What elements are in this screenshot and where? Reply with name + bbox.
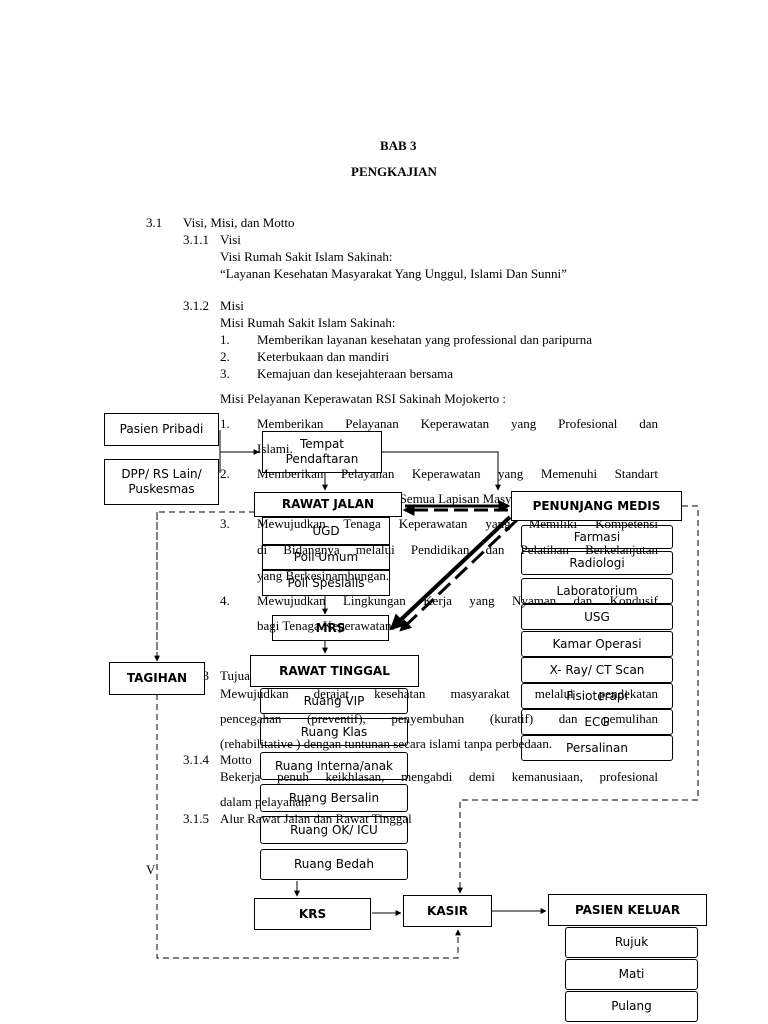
penunjang-item: Kamar Operasi — [521, 631, 673, 657]
rawat-tinggal-header: RAWAT TINGGAL — [250, 655, 419, 687]
subsection-title: Motto — [220, 752, 252, 767]
misi-keperawatan-intro: Misi Pelayanan Keperawatan RSI Sakinah M… — [220, 391, 506, 406]
list-item-line: Islami. — [257, 441, 293, 456]
penunjang-item: X- Ray/ CT Scan — [521, 657, 673, 683]
rawat-jalan-item-poli-umum: Poli Umum — [262, 545, 390, 570]
rawat-jalan-item-poli-spesialis: Poli Spesialis — [262, 570, 390, 596]
keluar-item: Pulang — [565, 991, 698, 1022]
penunjang-item: Persalinan — [521, 735, 673, 761]
rawat-tinggal-item: Ruang Interna/anak — [260, 752, 408, 780]
subsection-number: 3.1.4 — [183, 752, 209, 767]
rawat-tinggal-item: Ruang Bersalin — [260, 784, 408, 812]
dpp-box: DPP/ RS Lain/ Puskesmas — [104, 459, 219, 505]
list-number: 3. — [220, 366, 230, 381]
penunjang-item: Laboratorium — [521, 578, 673, 604]
mrs-box: MRS — [272, 615, 389, 641]
kasir-box: KASIR — [403, 895, 492, 927]
list-item: Memberikan layanan kesehatan yang profes… — [257, 332, 592, 347]
rawat-tinggal-item: Ruang OK/ ICU — [260, 816, 408, 844]
subsection-title: Misi — [220, 298, 244, 313]
penunjang-medis-header: PENUNJANG MEDIS — [511, 491, 682, 521]
penunjang-item: Fisioterapi — [521, 683, 673, 709]
rawat-tinggal-item: Ruang Klas — [260, 718, 408, 746]
penunjang-item: ECG — [521, 709, 673, 735]
rawat-tinggal-item: Ruang VIP — [260, 688, 408, 714]
tempat-pendaftaran-box: Tempat Pendaftaran — [262, 431, 382, 473]
list-item: Kemajuan dan kesejahteraan bersama — [257, 366, 453, 381]
list-number: 1. — [220, 332, 230, 347]
penunjang-item: Farmasi — [521, 525, 673, 549]
list-number: 3. — [220, 516, 230, 531]
chapter-title: PENGKAJIAN — [351, 164, 437, 179]
misi-intro: Misi Rumah Sakit Islam Sakinah: — [220, 315, 396, 330]
subsection-number: 3.1.5 — [183, 811, 209, 826]
list-item-line: Memberikan Pelayanan Keperawatan yang Pr… — [257, 416, 658, 431]
subsection-title: Visi — [220, 232, 241, 247]
list-item: Keterbukaan dan mandiri — [257, 349, 390, 364]
krs-box: KRS — [254, 898, 371, 930]
rawat-jalan-item-ugd: UGD — [262, 517, 390, 545]
rawat-tinggal-item: Ruang Bedah — [260, 849, 408, 880]
penunjang-item: Radiologi — [521, 551, 673, 575]
keluar-item: Mati — [565, 959, 698, 990]
pasien-pribadi-box: Pasien Pribadi — [104, 413, 219, 446]
visi-intro: Visi Rumah Sakit Islam Sakinah: — [220, 249, 393, 264]
list-number: 2. — [220, 349, 230, 364]
subsection-number: 3.1.2 — [183, 298, 209, 313]
list-number: 1. — [220, 416, 230, 431]
tagihan-box: TAGIHAN — [109, 662, 205, 695]
penunjang-item: USG — [521, 604, 673, 630]
list-number: 4. — [220, 593, 230, 608]
visi-statement: “Layanan Kesehatan Masyarakat Yang Unggu… — [220, 266, 567, 281]
chapter-number: BAB 3 — [380, 138, 417, 153]
list-number: 2. — [220, 466, 230, 481]
keluar-item: Rujuk — [565, 927, 698, 958]
subsection-number: 3.1.1 — [183, 232, 209, 247]
section-title: Visi, Misi, dan Motto — [183, 215, 295, 230]
rawat-jalan-header: RAWAT JALAN — [254, 492, 402, 517]
stray-character: V — [146, 862, 156, 877]
pasien-keluar-box: PASIEN KELUAR — [548, 894, 707, 926]
section-number: 3.1 — [146, 215, 163, 230]
